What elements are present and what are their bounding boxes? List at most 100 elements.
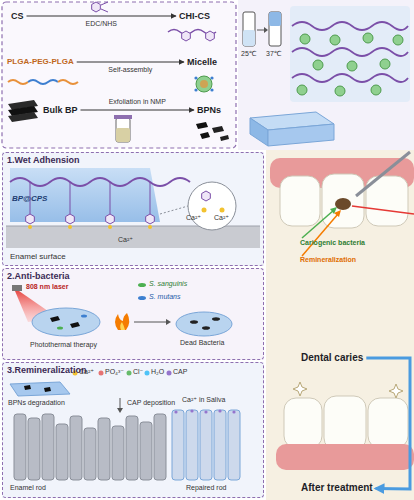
catechol-molecule [92,2,108,12]
bp-nanosheets [220,135,229,141]
wet-adhesion-scene [202,191,211,201]
hydrogel-slab [268,124,334,146]
anti-bacteria-scene [138,296,146,300]
bp-nanosheets [200,132,210,139]
tooth-after [284,398,322,448]
node-text: PLGA-PEG-PLGA [7,56,74,68]
anti-bacteria-scene [12,285,22,291]
sol-gel-vials [243,30,255,46]
hydrogel-network [371,85,381,95]
hydrogel-network [335,86,345,96]
chitosan-chain [168,30,216,42]
nmp-vial [114,115,132,142]
micelle-sphere [194,88,197,91]
backgrounds [2,2,236,148]
ion-label: Ca²⁺ [79,368,94,376]
temperature-label: 25℃ [241,50,257,58]
catechol-molecule [101,9,108,12]
wet-adhesion-scene [188,182,236,230]
wet-adhesion-scene [220,208,225,213]
catechol-molecule [92,2,101,12]
wet-adhesion-scene [148,225,152,229]
wet-adhesion-scene [66,214,75,224]
triblock-polymer [58,80,78,84]
backgrounds [2,268,264,360]
node-text: Dental caries [301,352,363,364]
remineralization-scene [218,409,221,412]
wet-adhesion-scene [106,214,115,224]
remineralization-scene [174,410,177,413]
process-panel: 3.Remineralization [2,362,264,498]
surface-label: Enamel surface [10,252,66,261]
wet-adhesion-scene [26,214,35,224]
bacteria-label: S. mutans [149,293,181,301]
backgrounds [266,150,414,500]
micelle-sphere [200,80,208,88]
wet-adhesion-scene [28,225,32,229]
hydrogel-network [300,34,310,44]
wet-adhesion-scene [110,182,111,214]
remineralization-scene [186,410,198,480]
anti-bacteria-scene [134,322,166,323]
anti-bacteria-scene [176,312,232,336]
anti-bacteria-scene [138,283,146,287]
remineralization-scene [145,371,150,376]
remineralization-scene [204,410,207,413]
chitosan-chain [206,31,215,41]
saliva-label: Ca²⁺ in Saliva [182,396,225,404]
remineralization-scene [42,414,54,480]
sol-gel-vials [243,12,281,46]
remineralization-scene [117,408,123,413]
anti-bacteria-scene [70,322,80,328]
wet-adhesion-scene [202,208,207,213]
structure-label: Repaired rod [186,484,226,492]
remineralization-scene [112,426,124,480]
hydrogel-network [297,85,307,95]
tooth-before [302,214,338,256]
micelle-sphere [194,76,197,79]
panel-heading: 2.Anti-bacteria [7,271,70,282]
panel-heading: 3.Remineralization [7,365,87,376]
wet-adhesion-scene [70,182,71,214]
chitosan-chain [182,31,191,41]
remineralization-scene [84,428,96,480]
backgrounds [2,362,264,498]
material-label: BP@CPS [12,194,47,203]
remineralization-scene [172,410,184,480]
process-label: Photothermal therapy [30,341,97,349]
node-text: Bulk BP [43,104,78,116]
micelle-sphere [210,88,213,91]
bacteria-label: Dead Bacteria [180,339,224,347]
anti-bacteria-scene [32,308,100,336]
hydrogel-network [313,60,323,70]
remineralization-scene [228,410,240,480]
hydrogel-network [292,22,408,30]
hydrogel-network [290,6,410,102]
hydrogel-network [292,74,408,82]
tooth-after [389,384,403,398]
tooth-after [324,396,366,450]
remineralization-scene [126,416,138,480]
anti-bacteria-scene [202,326,210,330]
bp-nanosheets [196,122,229,141]
remineralization-scene [70,416,82,480]
remineralization-scene [28,418,40,480]
hydrogel-network [330,35,340,45]
remineralization-scene [232,410,235,413]
hydrogel-network [363,33,373,43]
hydrogel-network [393,35,403,45]
wet-adhesion-scene [150,182,151,214]
remineralization-scene [154,414,166,480]
anti-bacteria-scene [166,319,171,325]
process-label: BPNs degradation [8,399,65,407]
ion-label: Cl⁻ [133,368,143,376]
wet-adhesion-scene [10,168,160,222]
hydrogel-slab [250,118,268,146]
edge-label: Exfoliation in NMP [109,97,166,106]
edge-label: EDC/NHS [86,19,118,28]
edge-label: Self-assembly [108,65,152,74]
product-label: Micelle [186,56,218,68]
